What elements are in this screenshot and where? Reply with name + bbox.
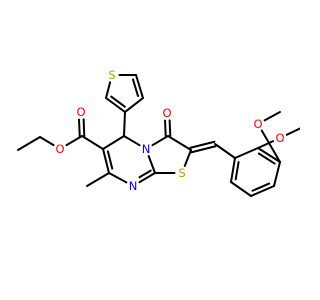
atom-o31: O [273,131,287,145]
bond-c27-c28 [257,147,281,163]
atom-n14: N [139,142,153,156]
atom-label-o: O [253,117,262,131]
bond-c20-c22 [190,145,217,154]
bond-n14-c18 [151,135,169,147]
bond-layer [17,74,300,197]
atom-label-n: N [129,179,138,193]
atom-s10: S [105,68,119,82]
bond-c23-c24 [230,157,236,183]
bond-c7-c8 [123,111,126,137]
bond-c25-c26 [250,185,275,197]
atom-label-o: O [76,105,85,119]
bond-c15-n14 [147,155,156,174]
bond-c11-c12-inner [131,78,140,98]
bond-c2-o3 [39,136,55,147]
bond-c7-n14 [123,135,141,147]
bond-c13-c16 [102,148,110,174]
bond-o31-c32 [285,127,300,136]
bond-c15-n17-inner [138,169,152,179]
bond-c4-o5-second [78,118,81,138]
bond-o29-c30 [263,111,281,122]
bond-c18-c20 [167,135,192,151]
bond-c4-c16 [81,135,104,150]
bond-c27-o29 [260,129,281,163]
atom-n17: N [126,179,140,193]
atom-o19: O [160,106,174,120]
bond-c18-o19-second [164,119,167,138]
atom-label-s: S [178,166,185,180]
bond-c15-n17 [138,172,156,184]
bond-c20-s21 [183,149,192,168]
bond-c16-c7 [102,135,125,150]
atom-label-o: O [55,142,64,156]
bond-c8-c9 [105,97,126,113]
bond-c28-c23 [234,147,259,159]
bond-c12-c8 [124,97,144,113]
bond-c13-c6 [86,172,110,187]
atom-o3: O [53,142,67,156]
bond-c24-c25 [230,181,252,197]
bond-c26-c27 [273,161,281,187]
bond-c9-s10 [105,81,112,99]
atom-s21: S [175,166,189,180]
bond-c11-c12 [135,74,144,99]
bond-c20-c22-second [189,140,216,149]
bond-c13-c16-inner [106,150,114,170]
bond-o3-c4 [65,135,83,147]
atom-label-s: S [108,68,115,82]
bond-c8-c9-inner [110,95,126,108]
atom-label-o: O [275,131,284,145]
bond-c1-c2 [17,136,41,151]
bond-c18-o19 [168,119,172,137]
bond-n17-c13 [108,172,128,184]
bond-c25-c26-inner [251,182,271,192]
atom-label-n: N [142,142,151,156]
atom-o5: O [74,105,88,119]
bond-c22-c23 [214,143,236,159]
bond-c28-o31 [257,140,275,149]
atom-label-o: O [162,106,171,120]
bond-c4-o5 [82,118,86,137]
atom-o29: O [251,117,265,131]
bond-c23-c24-inner [234,161,240,181]
bond-c27-c28-inner [257,152,276,165]
